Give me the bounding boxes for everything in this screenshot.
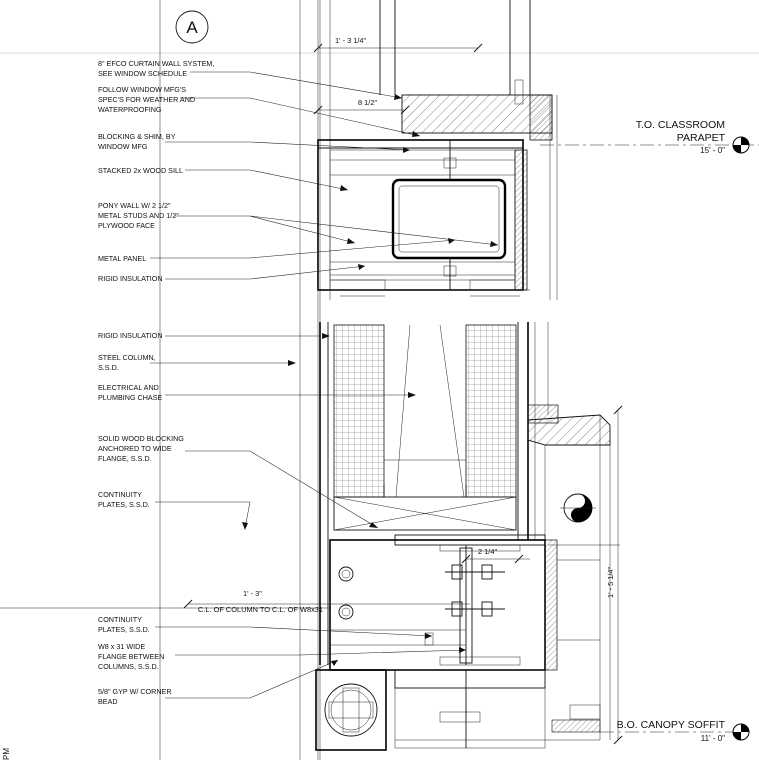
edge-text: PM (2, 748, 11, 760)
note-gyp: 5/8" GYP W/ CORNER BEAD (98, 687, 174, 706)
notes: 8" EFCO CURTAIN WALL SYSTEM, SEE WINDOW … (98, 59, 216, 706)
section-marker-label: A (186, 18, 198, 37)
note-steel-column: STEEL COLUMN, S.S.D. (98, 353, 158, 372)
elevation-parapet: T.O. CLASSROOM PARAPET 15' - 0" (636, 119, 750, 155)
svg-text:PARAPET: PARAPET (677, 132, 726, 144)
note-follow-mfg: FOLLOW WINDOW MFG'S SPEC'S FOR WEATHER A… (98, 85, 197, 114)
note-w8x31: W8 x 31 WIDE FLANGE BETWEEN COLUMNS, S.S… (98, 642, 166, 671)
svg-text:15' - 0": 15' - 0" (700, 146, 725, 155)
column-chase (319, 322, 559, 665)
corner-detail (315, 669, 601, 751)
note-curtain-wall: 8" EFCO CURTAIN WALL SYSTEM, SEE WINDOW … (98, 59, 216, 78)
dim-sill: 8 1/2" (358, 98, 377, 107)
note-rigid-insulation-upper: RIGID INSULATION (98, 274, 163, 283)
w8x31-beam (329, 534, 600, 671)
elevation-target-icon (732, 723, 750, 741)
canopy (527, 414, 620, 740)
note-wood-sill: STACKED 2x WOOD SILL (98, 166, 183, 175)
dim-flange: 2 1/4" (478, 547, 497, 556)
dim-top: 1' - 3 1/4" (335, 36, 367, 45)
note-wood-blocking: SOLID WOOD BLOCKING ANCHORED TO WIDE FLA… (98, 434, 186, 463)
note-continuity-upper: CONTINUITY PLATES, S.S.D. (98, 490, 150, 509)
dim-vertical: 1' - 5 1/4" (606, 566, 615, 598)
note-continuity-lower: CONTINUITY PLATES, S.S.D. (98, 615, 150, 634)
svg-text:B.O. CANOPY SOFFIT: B.O. CANOPY SOFFIT (617, 719, 726, 731)
note-pony-wall: PONY WALL W/ 2 1/2" METAL STUDS AND 1/2"… (98, 201, 181, 230)
dim-column-offset: 1' - 3" (243, 589, 262, 598)
svg-text:11' - 0": 11' - 0" (701, 734, 725, 743)
pony-wall (317, 139, 530, 297)
dim-column-note: C.L. OF COLUMN TO C.L. OF W8x31 (198, 605, 323, 614)
elevation-soffit: B.O. CANOPY SOFFIT 11' - 0" (600, 719, 750, 743)
note-rigid-insulation-lower: RIGID INSULATION (98, 331, 163, 340)
note-metal-panel: METAL PANEL (98, 254, 146, 263)
svg-text:T.O. CLASSROOM: T.O. CLASSROOM (636, 119, 725, 131)
note-chase: ELECTRICAL AND PLUMBING CHASE (98, 383, 163, 402)
leader-lines (150, 71, 499, 699)
note-blocking-shim: BLOCKING & SHIM, BY WINDOW MFG (98, 132, 177, 151)
elevation-target-icon (732, 136, 750, 154)
curtain-wall (379, 0, 558, 300)
dimensions: 1' - 3 1/4" 8 1/2" 1' - 3" C.L. OF COLUM… (183, 36, 623, 745)
section-marker: A (175, 10, 209, 44)
